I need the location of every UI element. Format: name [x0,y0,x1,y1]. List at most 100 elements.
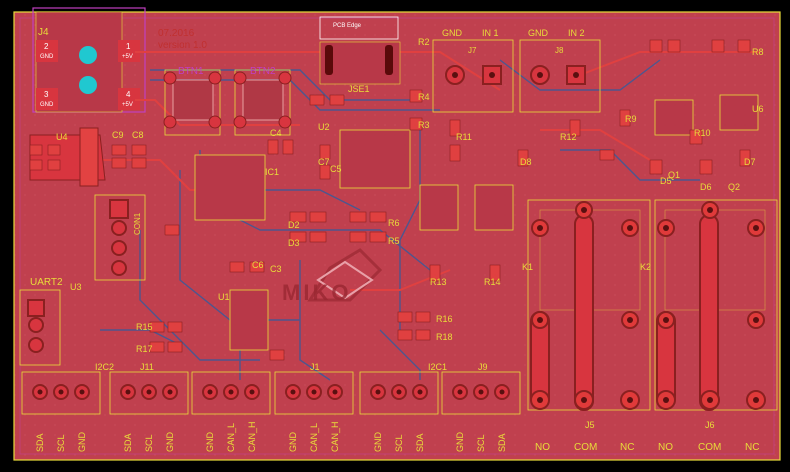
in2-label: IN 2 [568,28,585,38]
in1-label: IN 1 [482,28,499,38]
ref-c8: C8 [132,130,144,140]
bottom-hole-2-2 [146,389,152,395]
bottom-hole-6-3 [499,389,505,395]
ref-u4: U4 [56,132,68,142]
j5-label: J5 [585,420,595,430]
pwr-b-pin-label: 3 [44,90,49,99]
ref-c4: C4 [270,128,282,138]
ref-r3: R3 [418,120,430,130]
ref-u6: U6 [752,104,764,114]
u7-chip [419,184,459,231]
ref-r13: R13 [430,277,447,287]
ref-r4: R4 [418,92,430,102]
pin-4-pad [118,88,140,110]
in1-gnd-label: GND [442,28,463,38]
pwr-b-left-label: GND [40,102,54,108]
ref-r16: R16 [436,314,453,324]
j11-label: J11 [140,362,154,372]
bottom-label-1-3: GND [77,432,87,453]
j7-label: J7 [468,46,477,55]
relay2-nc-label: NC [745,442,759,453]
relay-k2 [654,199,778,411]
board-date: 07.2016 [158,28,195,39]
ref-d2: D2 [288,220,300,230]
pin-2-pad [36,40,58,62]
pcb-edge-box [319,16,399,40]
bottom-label-3-2: CAN_L [226,423,236,452]
ref-r2: R2 [418,37,430,47]
miko-logo: MIKO [282,260,374,305]
bottom-label-6-2: SCL [476,434,486,452]
relay2-no-label: NO [658,442,673,453]
bottom-hole-1-2 [58,389,64,395]
board-version: version 1.0 [158,40,207,51]
bottom-label-4-3: CAN_H [330,421,340,452]
bottom-hole-4-2 [311,389,317,395]
ref-u2: U2 [318,122,330,132]
bottom-hole-5-1 [375,389,381,395]
bottom-hole-2-3 [167,389,173,395]
bottom-label-4-2: CAN_L [309,423,319,452]
bottom-hole-1-3 [79,389,85,395]
con1-label: CON1 [133,212,142,235]
ref-r9: R9 [625,114,637,124]
bottom-connector-row: SDA SCL GND SDA SCL GND GND CAN_L CAN_H GND CAN_L C… [21,371,521,453]
pin-3-pad [36,88,58,110]
ref-c7: C7 [318,157,330,167]
jse1-label: JSE1 [348,84,370,94]
pwr-a-pin-label: 2 [44,42,49,51]
u2-chip [339,129,411,189]
j4-label: J4 [38,27,49,38]
in2-terminal [519,39,601,113]
bottom-hole-3-2 [228,389,234,395]
j9-label: J9 [478,362,488,372]
bottom-label-1-2: SCL [56,434,66,452]
pin-1-label: 1 [126,42,131,51]
bottom-hole-5-2 [396,389,402,395]
bottom-label-4-1: GND [288,432,298,453]
ref-k1: K1 [522,262,533,272]
in2-gnd-label: GND [528,28,549,38]
bottom-hole-4-1 [290,389,296,395]
bottom-connector-4 [274,371,354,415]
j1-label: J1 [310,362,320,372]
bottom-connector-1 [21,371,101,415]
mount-hole-cyan-2 [79,76,97,94]
ref-c3: C3 [270,264,282,274]
relay1-no-label: NO [535,442,550,453]
ref-q2: Q2 [728,182,740,192]
ref-ic1: IC1 [265,167,279,177]
btn1-label: BTN1 [178,66,204,77]
bottom-connector-5 [359,371,439,415]
pwr-a-right-label: +5V [122,54,133,60]
btn2-label: BTN2 [250,66,276,77]
ref-r6: R6 [388,218,400,228]
relay2-com-label: COM [698,442,721,453]
bottom-label-5-3: SDA [415,433,425,452]
in1-terminal [432,39,514,113]
bottom-label-5-2: SCL [394,434,404,452]
bottom-label-5-1: GND [373,432,383,453]
j8-label: J8 [555,46,564,55]
uart2-label: UART2 [30,277,63,288]
ref-d7: D7 [744,157,756,167]
bottom-label-2-1: SDA [123,433,133,452]
bottom-connector-6 [441,371,521,415]
relay-k1 [527,199,651,411]
bottom-label-6-1: GND [455,432,465,453]
j6-label: J6 [705,420,715,430]
ref-r14: R14 [484,277,501,287]
bottom-hole-3-3 [249,389,255,395]
u6-chip [719,94,759,131]
mount-hole-cyan-1 [79,46,97,64]
bottom-hole-6-2 [478,389,484,395]
bottom-label-3-1: GND [205,432,215,453]
con1-outline [94,194,146,281]
ref-d5: D5 [660,176,672,186]
ic1-chip [194,154,266,221]
bottom-connector-2 [109,371,189,415]
bottom-label-3-3: CAN_H [247,421,257,452]
ref-r12: R12 [560,132,577,142]
